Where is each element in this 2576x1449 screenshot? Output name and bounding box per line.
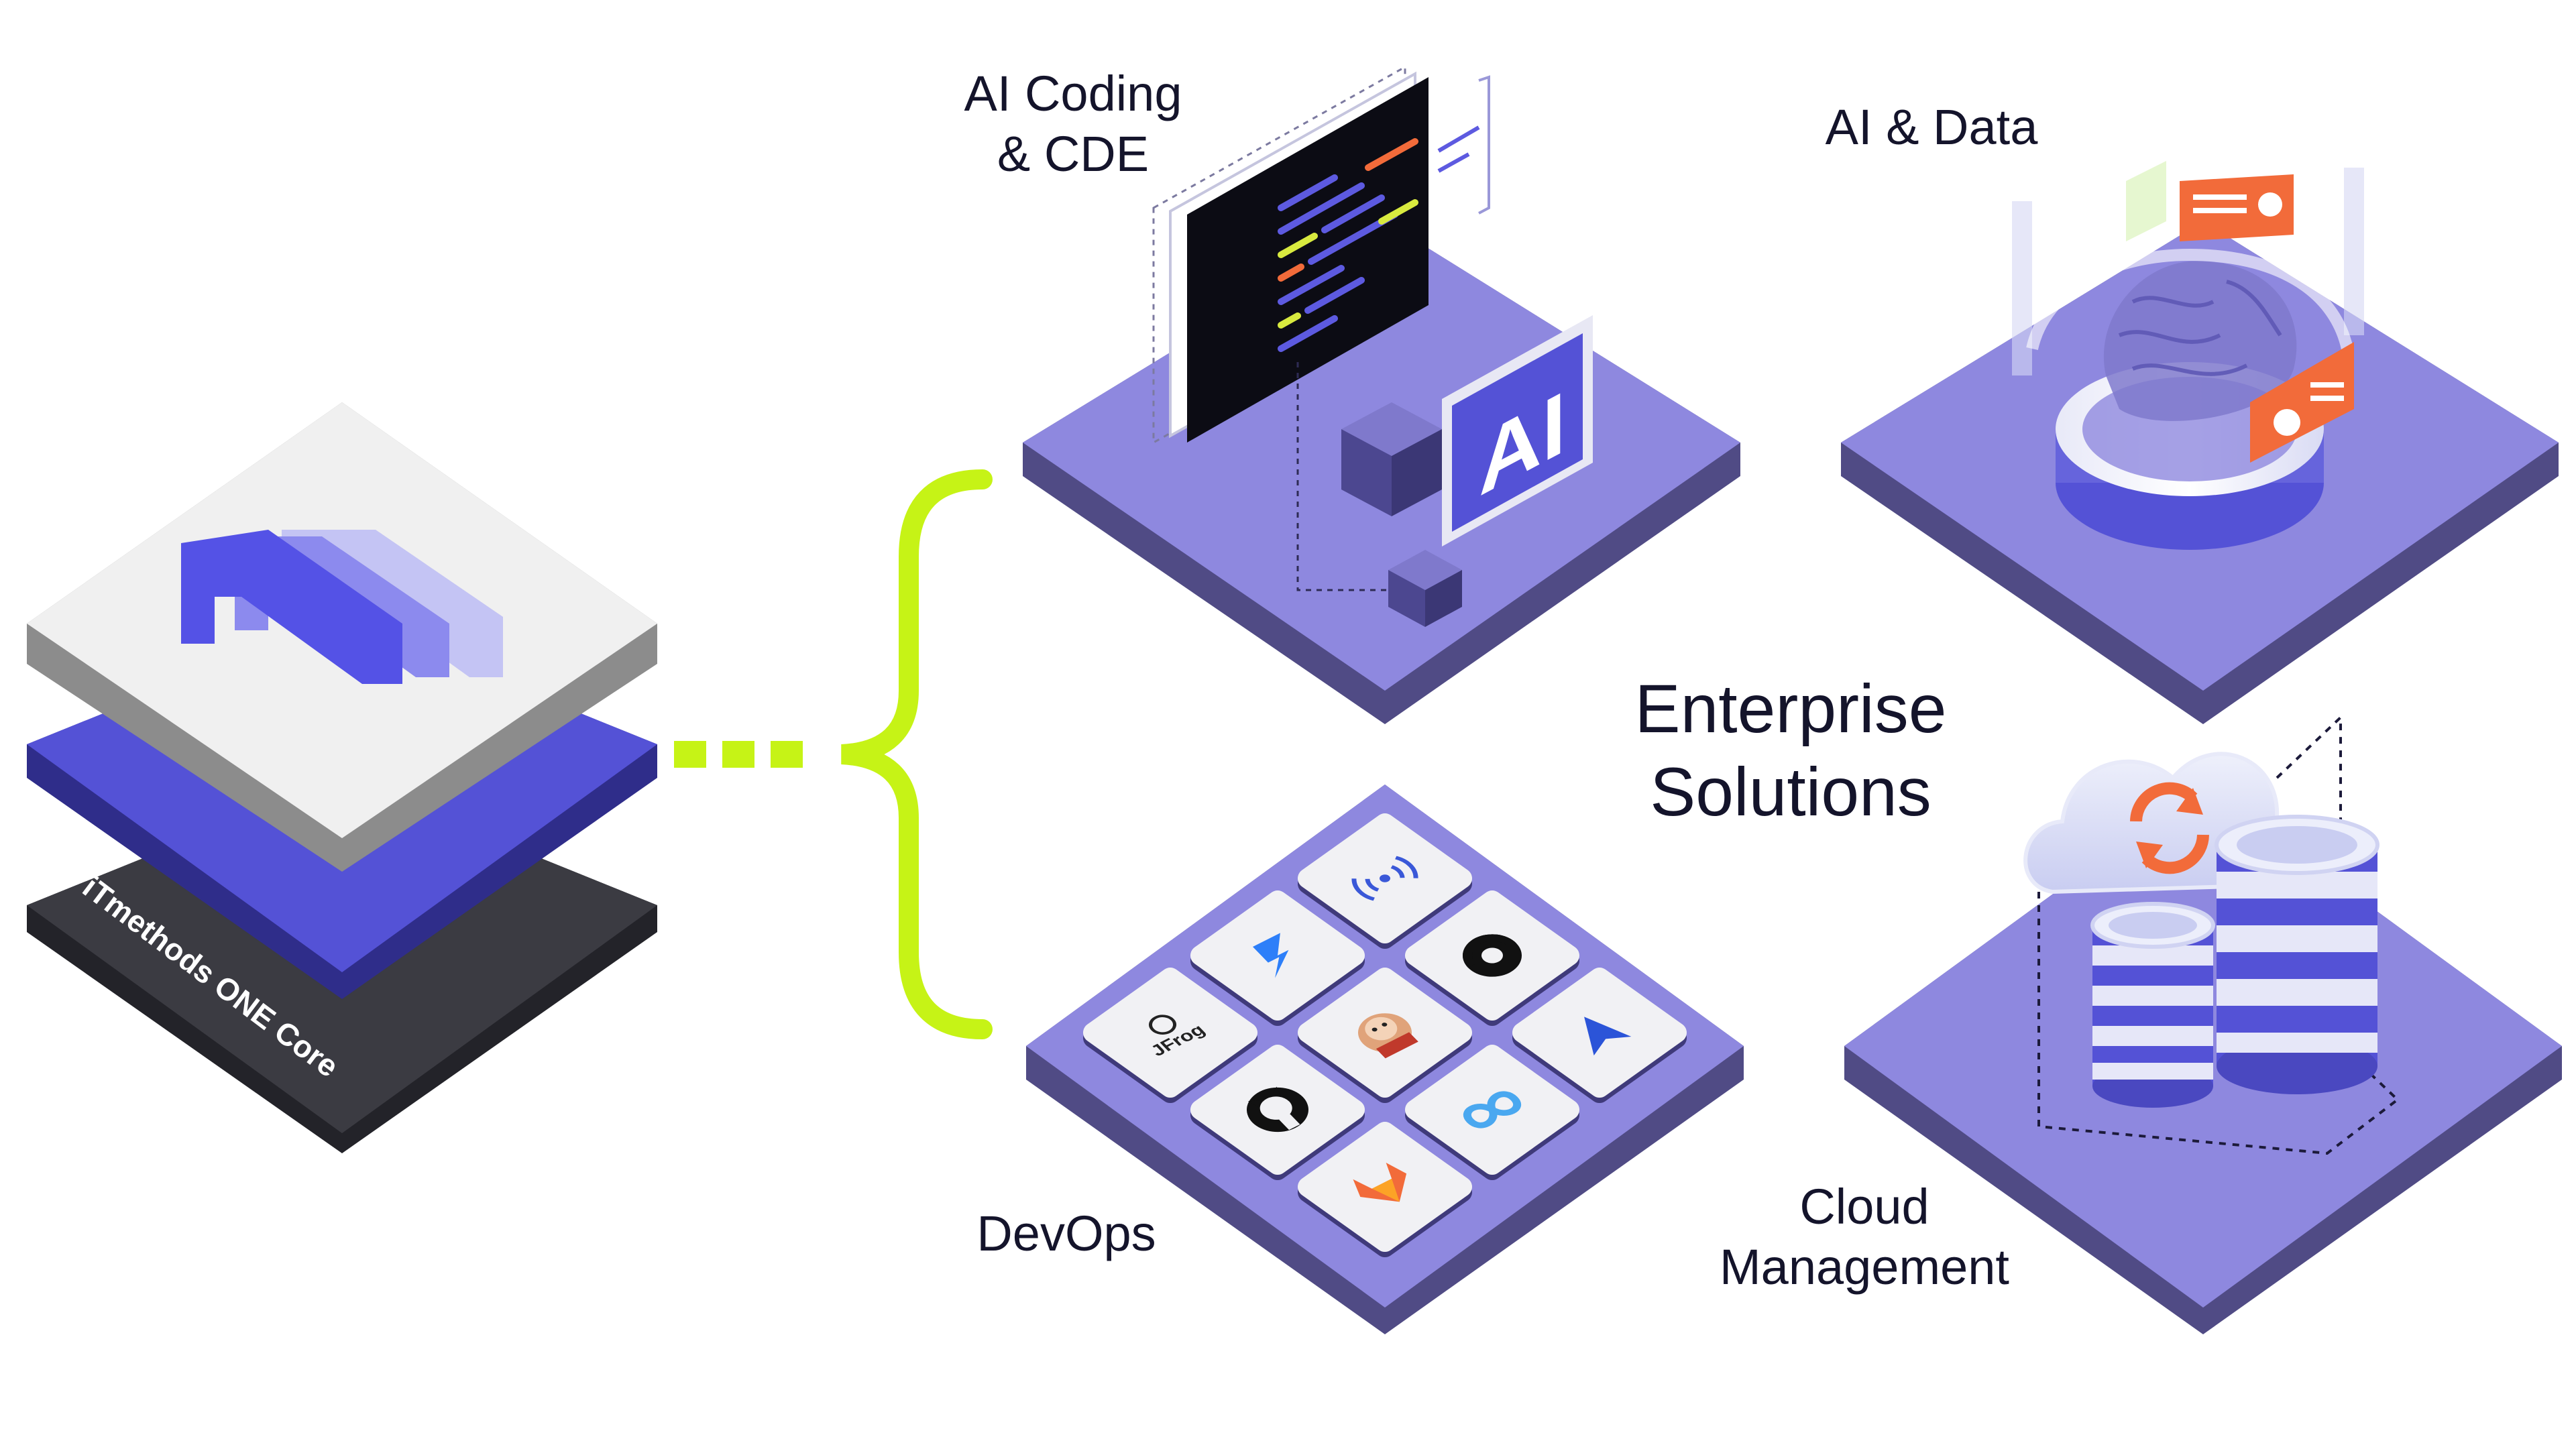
circleci-icon [1405,890,1579,1026]
label-ai-coding-line1: AI Coding [964,66,1182,121]
label-devops-line1: DevOps [976,1206,1156,1261]
label-enterprise: Enterprise [1634,671,1947,747]
jenkins-icon [1298,968,1472,1103]
infinity-icon [1405,1045,1579,1180]
ai-badge-icon: AI [1442,315,1593,546]
jfrog-icon: JFrog [1083,968,1257,1103]
database-small-icon [2090,902,2215,1108]
label-ai-data: AI & Data [1757,97,2106,158]
tile-ai-coding: AI [1023,65,1740,724]
label-ai-data-line1: AI & Data [1825,99,2038,155]
tile-cloud [1844,714,2562,1334]
core-stack: iTmethods ONE Core [27,402,657,1153]
id-card-icon-2 [2250,342,2354,463]
connector-brace [840,469,993,1039]
wifi-signal-icon [1298,813,1472,949]
connector [674,469,993,1039]
cube-large-icon [1341,402,1442,516]
label-cloud-line2: Management [1720,1239,2009,1295]
label-enterprise-solutions: Enterprise Solutions [1563,667,2019,834]
itmethods-logo-icon [181,530,503,684]
label-solutions: Solutions [1650,754,1931,831]
core-layer-light [27,402,657,872]
github-icon [1190,1045,1365,1180]
jira-icon [1190,890,1365,1026]
label-ai-coding-line2: & CDE [997,126,1150,182]
label-ai-coding: AI Coding & CDE [892,64,1254,185]
label-devops: DevOps [899,1204,1234,1264]
id-card-icon [2180,174,2294,241]
label-cloud-line1: Cloud [1799,1179,1929,1234]
code-screen-icon [1152,65,1490,445]
cube-small-icon [1388,550,1462,627]
tile-ai-data [1841,161,2559,724]
database-large-icon [2215,815,2379,1094]
gitlab-icon [1298,1122,1472,1257]
devops-icon-grid: JFrog [1083,813,1687,1257]
brain-hologram-icon [2012,161,2364,550]
label-cloud-management: Cloud Management [1663,1177,2066,1298]
arrow-up-icon [1512,968,1687,1103]
